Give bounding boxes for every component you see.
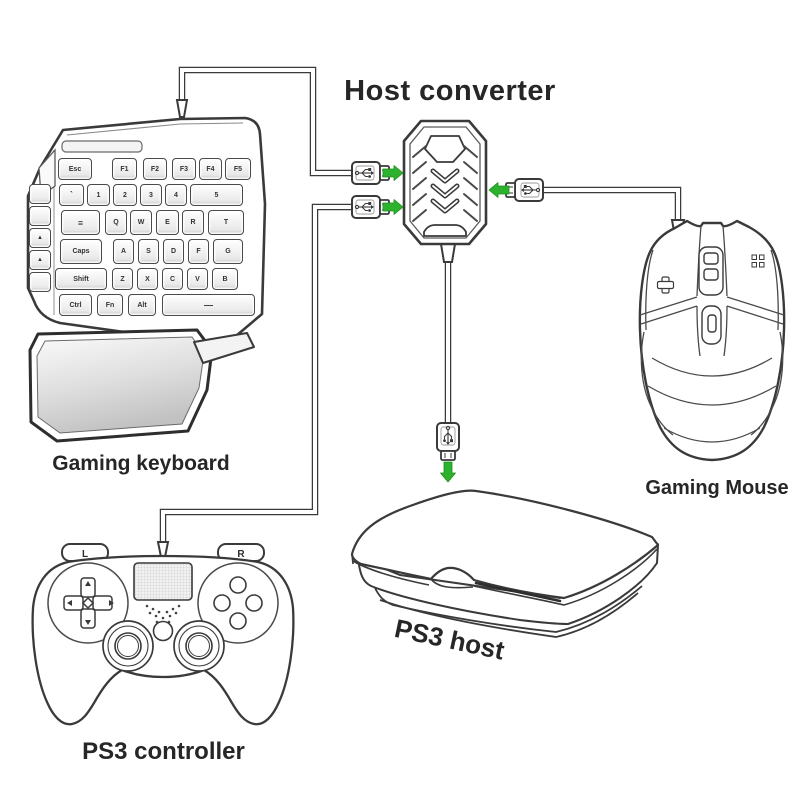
mouse-label: Gaming Mouse [645,477,789,499]
keyboard-key: Ctrl [59,294,92,316]
keyboard-key: W [130,210,152,235]
keyboard-key: 2 [113,184,137,206]
keyboard-key: X [137,268,158,290]
arrow-down-icon [440,461,456,483]
ps3-disc-slot [474,581,562,603]
mouse-cable [543,186,682,226]
keyboard-thumb-wedge [193,332,255,364]
controller-strain-relief [156,541,170,558]
ps3-console-illustration [350,489,660,638]
usb-plug-icon [506,179,543,201]
keyboard-key: Shift [55,268,107,290]
keyboard-key: G [213,239,243,264]
mouse-dpi-buttons [698,246,724,296]
converter-strain-relief [439,243,457,263]
page-title: Host converter [344,75,556,107]
converter-side-vents [412,145,478,222]
keyboard-side-key: ▲ [29,250,51,270]
converter-logo-hex [424,135,466,163]
usb-plug-icon [437,423,459,460]
keyboard-key: D [163,239,184,264]
keyboard-key: 4 [165,184,187,206]
controller-cable [159,203,352,548]
keyboard-key: A [113,239,134,264]
keyboard-key: F3 [172,158,196,180]
keyboard-key: B [212,268,238,290]
controller-home-button [152,620,174,642]
host-converter-illustration [402,119,488,263]
keyboard-key: Fn [97,294,123,316]
keyboard-key: Esc [58,158,92,180]
keyboard-key: F [188,239,209,264]
keyboard-key: F1 [112,158,137,180]
keyboard-key: F5 [225,158,251,180]
keyboard-side-key [29,206,51,226]
keyboard-key: 3 [140,184,162,206]
controller-label: PS3 controller [82,738,245,765]
controller-face-buttons [213,576,263,630]
keyboard-strain-relief [175,99,189,118]
keyboard-key: Z [112,268,133,290]
chevron-down-icon [430,168,460,214]
controller-touchpad [133,562,193,601]
controller-right-stick [173,620,225,672]
keyboard-key: Q [105,210,127,235]
keyboard-key: Caps [60,239,102,264]
keyboard-key: T [208,210,244,235]
controller-left-shoulder-label: L [82,549,88,560]
keyboard-cable [178,66,352,177]
keyboard-key: E [156,210,179,235]
keyboard-key: — [162,294,255,316]
controller-left-stick [102,620,154,672]
gaming-mouse-illustration [638,219,786,462]
keyboard-key: C [162,268,183,290]
keyboard-side-key [29,272,51,292]
keyboard-key: V [187,268,208,290]
keyboard-key: F2 [143,158,167,180]
ps3-controller-illustration: L R [31,541,295,726]
mouse-side-button-icon [656,276,675,294]
mouse-scroll-wheel [701,305,722,345]
keyboard-key: 1 [87,184,110,206]
keyboard-key: F4 [199,158,222,180]
controller-dpad [63,577,114,629]
keyboard-key: S [138,239,159,264]
keyboard-side-key: ▲ [29,228,51,248]
keyboard-key: R [182,210,204,235]
keyboard-key: 5 [190,184,243,206]
keyboard-side-key [29,184,51,204]
keyboard-key: ` [59,184,84,206]
keyboard-key: Alt [128,294,156,316]
controller-right-shoulder-label: R [237,549,245,560]
keyboard-label: Gaming keyboard [52,452,230,475]
keyboard-key: ≡ [61,210,100,235]
mouse-right-dots-icon [751,254,765,268]
